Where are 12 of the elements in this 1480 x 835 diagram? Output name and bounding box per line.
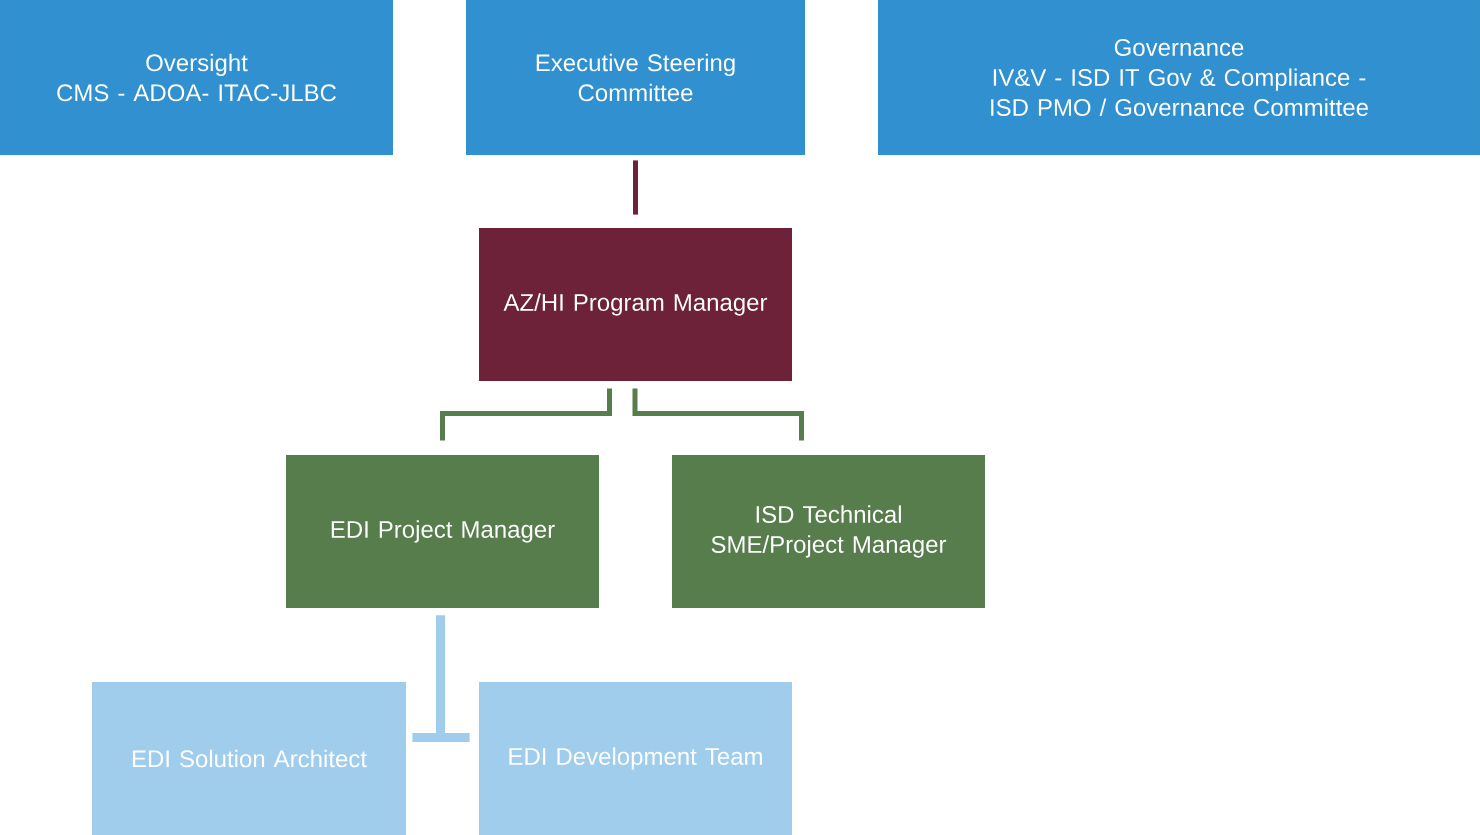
org-box: ISD Technical SME/Project Manager (672, 455, 985, 608)
connector-line (440, 388, 612, 441)
org-box: EDI Development Team (479, 682, 792, 835)
org-box: Governance IV&V - ISD IT Gov & Compliance - ISD PMO / Governance Committee (878, 0, 1480, 155)
org-box: EDI Solution Architect (92, 682, 406, 835)
connector-line (632, 388, 804, 441)
org-box: Oversight CMS - ADOA- ITAC-JLBC (0, 0, 393, 155)
connector-line (436, 615, 470, 742)
connector-line (633, 160, 638, 215)
org-box: AZ/HI Program Manager (479, 228, 792, 381)
org-box: EDI Project Manager (286, 455, 599, 608)
org-box: Executive Steering Committee (466, 0, 805, 155)
